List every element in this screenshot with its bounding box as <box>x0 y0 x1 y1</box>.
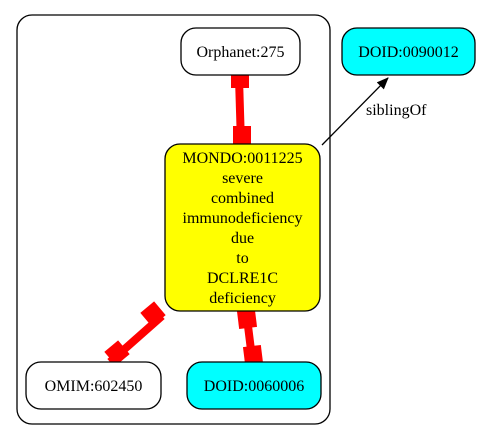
node-mondo[interactable]: MONDO:0011225 severe combined immunodefi… <box>164 143 321 312</box>
node-orphanet-label: Orphanet:275 <box>197 44 285 61</box>
edge-orphanet-mondo <box>231 70 251 145</box>
node-doid-sibling[interactable]: DOID:0090012 <box>341 27 476 76</box>
node-mondo-label-line-0: MONDO:0011225 <box>182 150 302 167</box>
node-orphanet[interactable]: Orphanet:275 <box>180 27 301 76</box>
node-mondo-label-line-6: DCLRE1C <box>207 270 278 287</box>
edge-mondo-omim <box>104 301 166 366</box>
edge-sibling <box>321 77 389 146</box>
node-mondo-label-line-4: due <box>231 230 254 247</box>
edge-mondo-doid-equiv <box>236 308 264 367</box>
node-omim[interactable]: OMIM:602450 <box>25 361 162 410</box>
node-mondo-label-line-3: immunodeficiency <box>183 210 303 227</box>
node-mondo-label-line-2: combined <box>211 190 274 207</box>
node-doid-sibling-label: DOID:0090012 <box>358 44 458 61</box>
node-mondo-label-line-5: to <box>236 250 248 267</box>
cluster-boundary <box>16 14 331 425</box>
node-mondo-label-line-1: severe <box>222 170 263 187</box>
node-doid-equiv[interactable]: DOID:0060006 <box>186 361 322 410</box>
node-doid-equiv-label: DOID:0060006 <box>204 378 304 395</box>
node-omim-label: OMIM:602450 <box>45 378 143 395</box>
node-mondo-label-line-7: deficiency <box>209 290 276 307</box>
edge-label-sibling: siblingOf <box>366 102 427 119</box>
